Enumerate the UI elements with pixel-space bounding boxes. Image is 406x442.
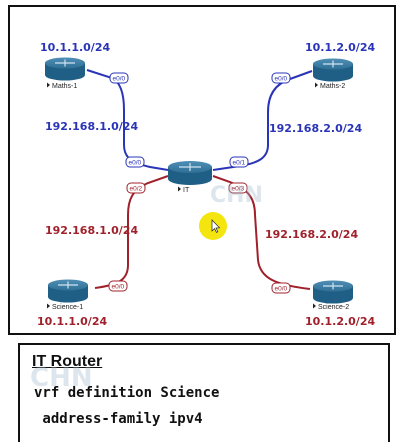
network-label-bottom-right: 10.1.2.0/24 <box>305 315 375 328</box>
play-icon <box>313 303 316 309</box>
router-science1-label: Science-1 <box>52 304 83 311</box>
port-badge-it-e00: e0/0 <box>125 156 145 168</box>
svg-text:e0/3: e0/3 <box>232 186 245 193</box>
svg-text:e0/2: e0/2 <box>130 186 143 193</box>
svg-text:e0/0: e0/0 <box>275 76 288 83</box>
router-maths1-label: Maths-1 <box>52 83 77 90</box>
play-icon <box>178 186 181 192</box>
network-label-top-right: 10.1.2.0/24 <box>305 41 375 54</box>
svg-text:e0/0: e0/0 <box>113 76 126 83</box>
router-science1[interactable]: Science-1 <box>48 279 88 312</box>
port-badge-science1: e0/0 <box>108 280 128 292</box>
port-badge-it-e01: e0/1 <box>229 156 249 168</box>
port-badge-it-e02: e0/2 <box>126 182 146 194</box>
port-badge-it-e03: e0/3 <box>228 182 248 194</box>
router-maths1[interactable]: Maths-1 <box>45 57 85 91</box>
router-maths2[interactable]: Maths-2 <box>313 58 353 91</box>
config-panel: IT Router vrf definition Science address… <box>18 343 390 442</box>
play-icon <box>47 82 50 88</box>
play-icon <box>315 82 318 88</box>
topology-diagram: Maths-1 Maths-2 IT Science-1 Science-2 e… <box>37 41 375 328</box>
port-badge-maths1: e0/0 <box>109 72 129 84</box>
config-title: IT Router <box>32 353 103 370</box>
config-line: address-family ipv4 <box>34 411 203 427</box>
mouse-cursor-icon <box>211 219 221 233</box>
port-badge-science2: e0/0 <box>271 282 291 294</box>
router-it-label: IT <box>183 187 190 194</box>
cursor-highlight <box>199 212 227 240</box>
router-science2-label: Science-2 <box>318 304 349 311</box>
link-maths2-it <box>212 70 313 171</box>
network-label-maths2-link: 192.168.2.0/24 <box>269 122 362 135</box>
config-line: vrf definition Science <box>34 385 220 401</box>
network-label-maths1-link: 192.168.1.0/24 <box>45 120 138 133</box>
router-science2[interactable]: Science-2 <box>313 280 353 312</box>
port-badge-maths2: e0/0 <box>271 72 291 84</box>
network-label-science1-link: 192.168.1.0/24 <box>45 224 138 237</box>
router-maths2-label: Maths-2 <box>320 83 345 90</box>
network-label-bottom-left: 10.1.1.0/24 <box>37 315 107 328</box>
network-label-top-left: 10.1.1.0/24 <box>40 41 110 54</box>
svg-text:e0/0: e0/0 <box>129 160 142 167</box>
svg-text:e0/0: e0/0 <box>112 284 125 291</box>
network-label-science2-link: 192.168.2.0/24 <box>265 228 358 241</box>
svg-text:e0/0: e0/0 <box>275 286 288 293</box>
router-it[interactable]: IT <box>168 161 212 194</box>
svg-text:e0/1: e0/1 <box>233 160 246 167</box>
play-icon <box>47 303 50 309</box>
